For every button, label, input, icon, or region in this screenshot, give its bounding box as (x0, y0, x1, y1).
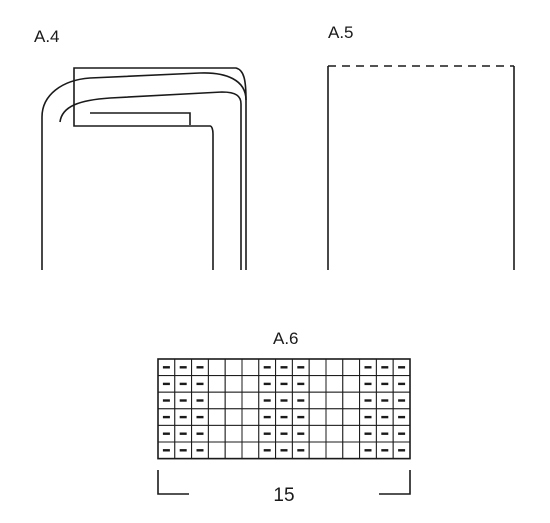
knit-stitch-cell (224, 391, 243, 410)
a4-inner-fold (59, 91, 242, 270)
knit-stitch-cell (241, 375, 260, 393)
diagram-a4-label: A.4 (34, 27, 60, 46)
knit-stitch-cell (325, 424, 344, 443)
knit-stitch-cell (325, 408, 344, 426)
diagram-a5 (327, 65, 515, 270)
knit-stitch-cell (207, 358, 226, 377)
diagram-a4 (41, 67, 247, 270)
knit-stitch-cell (308, 391, 327, 410)
knit-stitch-cell (342, 424, 361, 443)
a6-bracket-left (157, 470, 189, 495)
a6-stitch-chart (157, 358, 411, 460)
knit-stitch-cell (224, 424, 243, 443)
a4-outer-shell (41, 72, 247, 270)
knit-stitch-cell (224, 408, 243, 426)
knit-stitch-cell (308, 424, 327, 443)
knit-stitch-cell (342, 441, 361, 460)
a4-back-flap (73, 67, 247, 101)
a6-chart-border (157, 358, 411, 460)
knit-stitch-cell (241, 441, 260, 460)
knit-stitch-cell (325, 441, 344, 460)
knit-stitch-cell (207, 424, 226, 443)
a6-stitch-count: 15 (273, 485, 294, 506)
knit-stitch-cell (241, 358, 260, 377)
knit-stitch-cell (308, 358, 327, 377)
knit-stitch-cell (342, 375, 361, 393)
a6-width-bracket (157, 470, 411, 495)
knit-stitch-cell (224, 358, 243, 377)
a6-bracket-right (379, 470, 411, 495)
diagram-a6-label: A.6 (273, 329, 299, 348)
knit-stitch-cell (241, 424, 260, 443)
knit-stitch-cell (325, 358, 344, 377)
knit-stitch-cell (342, 408, 361, 426)
knit-stitch-cell (241, 408, 260, 426)
knit-stitch-cell (342, 358, 361, 377)
knit-stitch-cell (224, 441, 243, 460)
knit-stitch-cell (241, 391, 260, 410)
a4-inner-tuck (90, 112, 191, 125)
knit-stitch-cell (325, 375, 344, 393)
knit-stitch-cell (224, 375, 243, 393)
knit-stitch-cell (207, 375, 226, 393)
knit-stitch-cell (308, 408, 327, 426)
diagram-a5-label: A.5 (328, 23, 354, 42)
knit-stitch-cell (207, 441, 226, 460)
knit-stitch-cell (207, 408, 226, 426)
a4-inner-step (73, 96, 214, 270)
knit-stitch-cell (342, 391, 361, 410)
knit-stitch-cell (325, 391, 344, 410)
knit-stitch-cell (308, 375, 327, 393)
knit-stitch-cell (207, 391, 226, 410)
knit-stitch-cell (308, 441, 327, 460)
